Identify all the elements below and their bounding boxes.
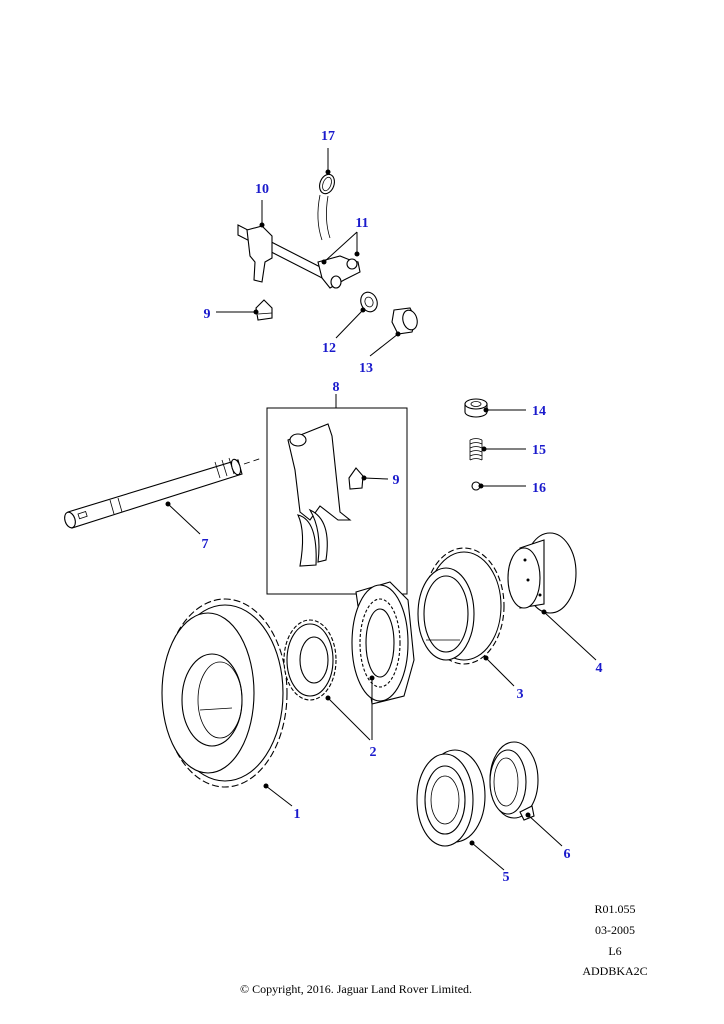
callout-9-lower[interactable]: 9: [393, 473, 400, 488]
callout-17[interactable]: 17: [321, 129, 335, 144]
callout-7[interactable]: 7: [202, 537, 209, 552]
part-7-selector-rail[interactable]: [63, 457, 263, 529]
callout-13[interactable]: 13: [359, 361, 373, 376]
callout-1[interactable]: 1: [294, 807, 301, 822]
illustration-code: ADDBKA2C: [582, 964, 648, 978]
part-2-synchro-hub[interactable]: [283, 619, 337, 701]
callout-3[interactable]: 3: [517, 687, 524, 702]
callout-16[interactable]: 16: [532, 481, 546, 496]
part-15-detent-spring[interactable]: [469, 438, 483, 461]
part-8-selector-fork[interactable]: [287, 423, 352, 567]
callout-11[interactable]: 11: [355, 216, 368, 231]
part-6-ring[interactable]: [489, 741, 539, 821]
callout-12[interactable]: 12: [322, 341, 336, 356]
callout-2[interactable]: 2: [370, 745, 377, 760]
copyright-notice: © Copyright, 2016. Jaguar Land Rover Lim…: [239, 982, 473, 996]
callout-10[interactable]: 10: [255, 182, 269, 197]
part-9-detent-plug-lower[interactable]: [348, 467, 364, 490]
part-17-circlip[interactable]: [317, 172, 337, 196]
leader-lines: [165, 148, 597, 871]
callout-labels: 17 10 11 9 12 13 8 14 15 9 16 7 4 3 2 1 …: [202, 129, 603, 885]
callout-6[interactable]: 6: [564, 847, 571, 862]
callout-8[interactable]: 8: [333, 380, 340, 395]
part-14-detent-cap[interactable]: [464, 398, 488, 418]
part-10-shift-lever[interactable]: [237, 224, 331, 283]
part-13-bush[interactable]: [391, 307, 419, 335]
part-5-bearing[interactable]: [416, 749, 486, 847]
part-1-gear[interactable]: [161, 598, 288, 788]
callout-14[interactable]: 14: [532, 404, 546, 419]
issue-date: 03-2005: [595, 923, 635, 937]
callout-5[interactable]: 5: [503, 870, 510, 885]
callout-9-upper[interactable]: 9: [204, 307, 211, 322]
part-4-bearing-cup[interactable]: [507, 532, 577, 614]
reference-number: R01.055: [594, 902, 636, 916]
part-9-detent-plug-upper[interactable]: [255, 299, 273, 321]
part-2-synchro-sleeve[interactable]: [351, 581, 415, 705]
part-12-washer[interactable]: [358, 290, 380, 314]
callout-4[interactable]: 4: [596, 661, 603, 676]
part-11-selector-shaft[interactable]: [317, 194, 361, 289]
variant-code: L6: [608, 944, 622, 958]
part-3-gear[interactable]: [417, 547, 505, 665]
callout-15[interactable]: 15: [532, 443, 546, 458]
part-8-kit-frame: [266, 407, 408, 595]
